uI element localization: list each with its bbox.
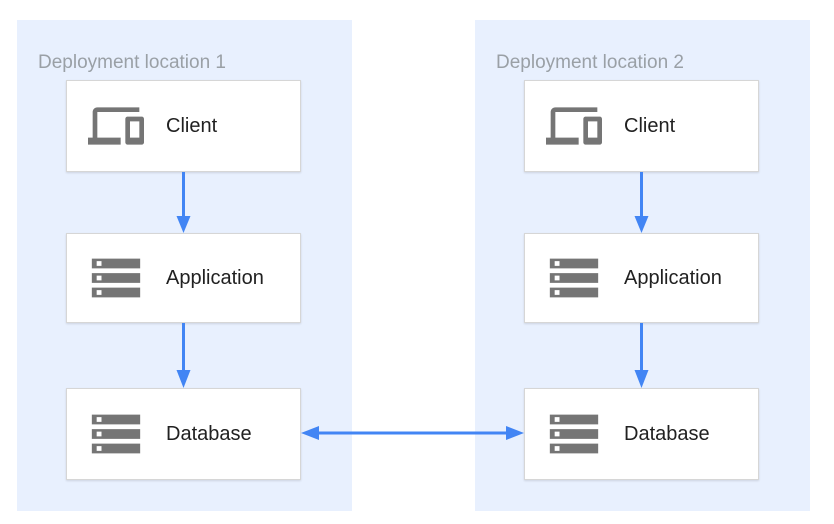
node-label: Application bbox=[166, 266, 264, 289]
storage-icon bbox=[87, 249, 145, 307]
panel-title: Deployment location 2 bbox=[496, 52, 684, 73]
node-label: Application bbox=[624, 266, 722, 289]
storage-icon bbox=[545, 405, 603, 463]
node-application: Application bbox=[66, 233, 301, 323]
node-client: Client bbox=[66, 80, 301, 172]
node-label: Client bbox=[166, 114, 218, 137]
node-client: Client bbox=[524, 80, 759, 172]
node-application: Application bbox=[524, 233, 759, 323]
node-label: Client bbox=[624, 114, 676, 137]
storage-icon bbox=[545, 249, 603, 307]
devices-icon bbox=[87, 97, 145, 155]
devices-icon bbox=[545, 97, 603, 155]
node-label: Database bbox=[624, 422, 710, 445]
storage-icon bbox=[87, 405, 145, 463]
panel-deployment-location-2: Deployment location 2 Client Application bbox=[475, 20, 810, 511]
panel-deployment-location-1: Deployment location 1 Client Application bbox=[17, 20, 352, 511]
node-label: Database bbox=[166, 422, 252, 445]
node-database: Database bbox=[66, 388, 301, 480]
node-database: Database bbox=[524, 388, 759, 480]
panel-title: Deployment location 1 bbox=[38, 52, 226, 73]
